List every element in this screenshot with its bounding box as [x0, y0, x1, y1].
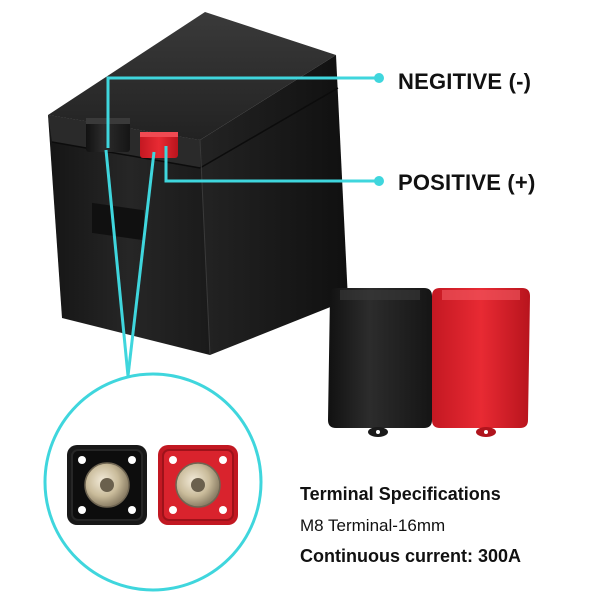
spec-title: Terminal Specifications [300, 484, 501, 504]
spec-terminal: M8 Terminal-16mm [300, 516, 446, 535]
black-terminal-plate-icon [67, 445, 147, 525]
battery-positive-terminal [140, 132, 178, 158]
red-terminal-plate-icon [158, 445, 238, 525]
positive-callout-dot [374, 176, 384, 186]
black-terminal-cap-icon [328, 288, 432, 437]
positive-label: POSITIVE (+) [398, 170, 536, 195]
callout-lines [104, 76, 378, 377]
battery-body [48, 12, 348, 356]
terminal-zoom-circle [43, 372, 263, 592]
red-terminal-cap-icon [432, 288, 530, 437]
spec-current: Continuous current: 300A [300, 546, 522, 566]
negative-callout-dot [374, 73, 384, 83]
negative-label: NEGITIVE (-) [398, 69, 532, 94]
